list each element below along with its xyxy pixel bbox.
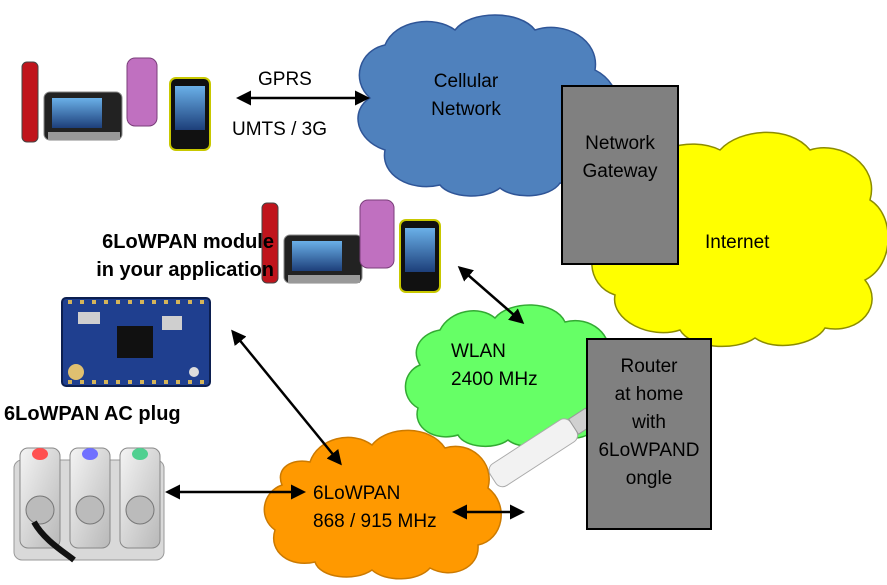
- wlan-label: WLAN 2400 MHz: [451, 338, 538, 394]
- lowpan-label: 6LoWPAN 868 / 915 MHz: [313, 480, 437, 536]
- module-label: 6LoWPAN module in your application: [66, 228, 274, 284]
- gprs-label: GPRS: [258, 69, 312, 90]
- module-lowpan-arrow: [231, 329, 342, 466]
- wlan-label-line2: 2400 MHz: [451, 369, 538, 390]
- router-label: Router at home with 6LoWPAND ongle: [586, 353, 712, 493]
- lowpan-cloud: [263, 429, 502, 580]
- router-label-line5: ongle: [625, 468, 673, 489]
- lowpan-label-line1: 6LoWPAN: [313, 483, 401, 504]
- wlan-phone-arrow: [457, 266, 525, 324]
- lowpan-label-line2: 868 / 915 MHz: [313, 511, 437, 532]
- cellular-label-line2: Network: [431, 99, 501, 120]
- network-gateway-label: Network Gateway: [561, 130, 679, 186]
- ac-plug-label: 6LoWPAN AC plug: [4, 403, 181, 425]
- router-label-line4: 6LoWPAND: [598, 440, 700, 461]
- pcb-module-icon: [61, 297, 211, 387]
- gateway-label-line1: Network: [585, 133, 655, 154]
- router-box: [586, 338, 712, 530]
- network-gateway-box: [561, 85, 679, 265]
- internet-label: Internet: [705, 232, 770, 253]
- umts-label: UMTS / 3G: [232, 119, 328, 140]
- wlan-label-line1: WLAN: [451, 341, 506, 362]
- ac-plug-icon: [13, 447, 165, 563]
- module-label-line1: 6LoWPAN module: [102, 231, 274, 253]
- cellular-label-line1: Cellular: [433, 71, 499, 92]
- gateway-label-line2: Gateway: [582, 161, 658, 182]
- router-label-line2: at home: [614, 384, 684, 405]
- router-label-line3: with: [632, 412, 666, 433]
- router-label-line1: Router: [620, 356, 678, 377]
- cellular-network-label: Cellular Network: [412, 68, 520, 124]
- phone-icon: [261, 199, 441, 293]
- module-label-line2: in your application: [96, 259, 274, 281]
- phone-icon: [21, 57, 211, 151]
